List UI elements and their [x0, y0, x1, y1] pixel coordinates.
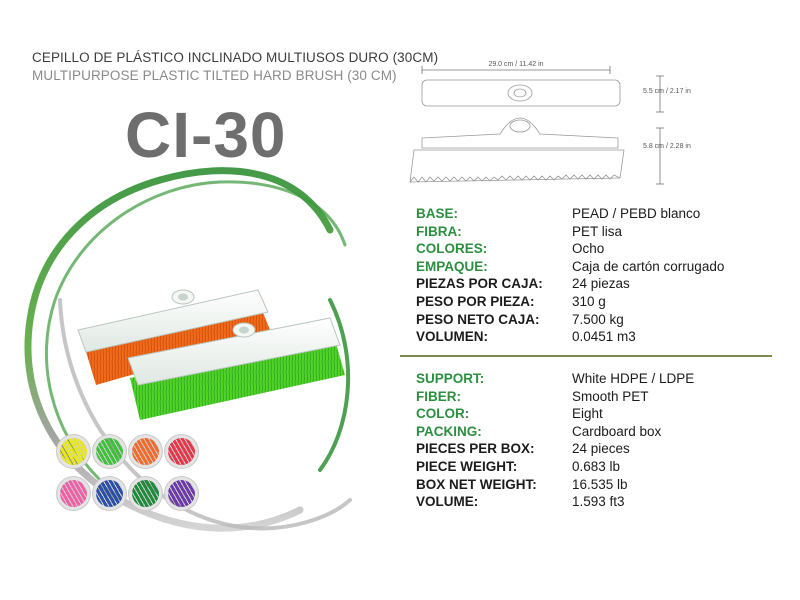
green-bristles — [130, 340, 345, 420]
spec-value: PEAD / PEBD blanco — [572, 206, 701, 221]
swatch-blue — [96, 480, 123, 507]
spec-value: 24 pieces — [572, 441, 630, 457]
model-code: CI-30 — [125, 99, 287, 171]
swatch-dark-green — [132, 480, 159, 507]
spec-label: PESO POR PIEZA: — [416, 294, 535, 309]
spec-label: COLORES: — [416, 241, 488, 257]
title-spanish: CEPILLO DE PLÁSTICO INCLINADO MULTIUSOS … — [32, 50, 439, 65]
spec-label: PESO NETO CAJA: — [416, 311, 540, 327]
green-brush-base — [127, 317, 341, 386]
spec-label: EMPAQUE: — [416, 258, 488, 274]
orange-brush-base — [77, 289, 269, 353]
spec-value: Caja de cartón corrugado — [572, 258, 725, 274]
green-brush-group — [127, 317, 345, 420]
spec-label: PIEZAS POR CAJA: — [416, 276, 543, 292]
technical-drawing: 29.0 cm / 11.42 in 5.5 cm / 2.17 in 5.8 … — [409, 61, 691, 185]
spec-label: VOLUMEN: — [416, 329, 488, 345]
spec-value: Ocho — [572, 241, 605, 257]
spec-label: PACKING: — [416, 423, 482, 439]
spec-label: COLOR: — [416, 406, 470, 422]
spec-value: 0.683 lb — [572, 459, 621, 474]
spec-label: SUPPORT: — [416, 371, 485, 386]
spec-label: FIBRA: — [416, 223, 462, 239]
spec-value: Eight — [572, 406, 603, 422]
spec-value: 310 g — [572, 294, 606, 309]
spec-value: White HDPE / LDPE — [572, 371, 695, 386]
spec-value: 7.500 kg — [572, 311, 624, 327]
swatch-yellow — [60, 438, 87, 465]
spec-value: 0.0451 m3 — [572, 329, 636, 345]
spec-value: 24 piezas — [572, 276, 630, 292]
spec-label: BASE: — [416, 206, 459, 221]
side-view-base — [421, 117, 619, 149]
width-dimension-label: 29.0 cm / 11.42 in — [488, 61, 543, 68]
swatch-orange — [132, 438, 159, 465]
swatch-green — [96, 438, 123, 465]
spec-label: FIBER: — [416, 388, 461, 404]
spec-label: PIECE WEIGHT: — [416, 459, 518, 474]
spec-label: BOX NET WEIGHT: — [416, 476, 537, 492]
spec-value: 16.535 lb — [572, 476, 628, 492]
section-divider — [400, 355, 772, 357]
spec-value: 1.593 ft3 — [572, 494, 625, 510]
spec-label: PIECES PER BOX: — [416, 441, 535, 457]
spec-label: VOLUME: — [416, 494, 479, 510]
decorative-swoosh — [24, 167, 352, 532]
spec-value: Cardboard box — [572, 423, 662, 439]
spec-value: PET lisa — [572, 223, 623, 239]
spec-value: Smooth PET — [572, 388, 649, 404]
title-english: MULTIPURPOSE PLASTIC TILTED HARD BRUSH (… — [32, 68, 397, 83]
swatch-red — [168, 438, 195, 465]
product-image — [77, 289, 345, 420]
side-height-dimension-label: 5.8 cm / 2.28 in — [643, 143, 691, 150]
swatch-purple — [168, 480, 195, 507]
top-height-dimension-label: 5.5 cm / 2.17 in — [643, 88, 691, 95]
swatch-pink — [60, 480, 87, 507]
